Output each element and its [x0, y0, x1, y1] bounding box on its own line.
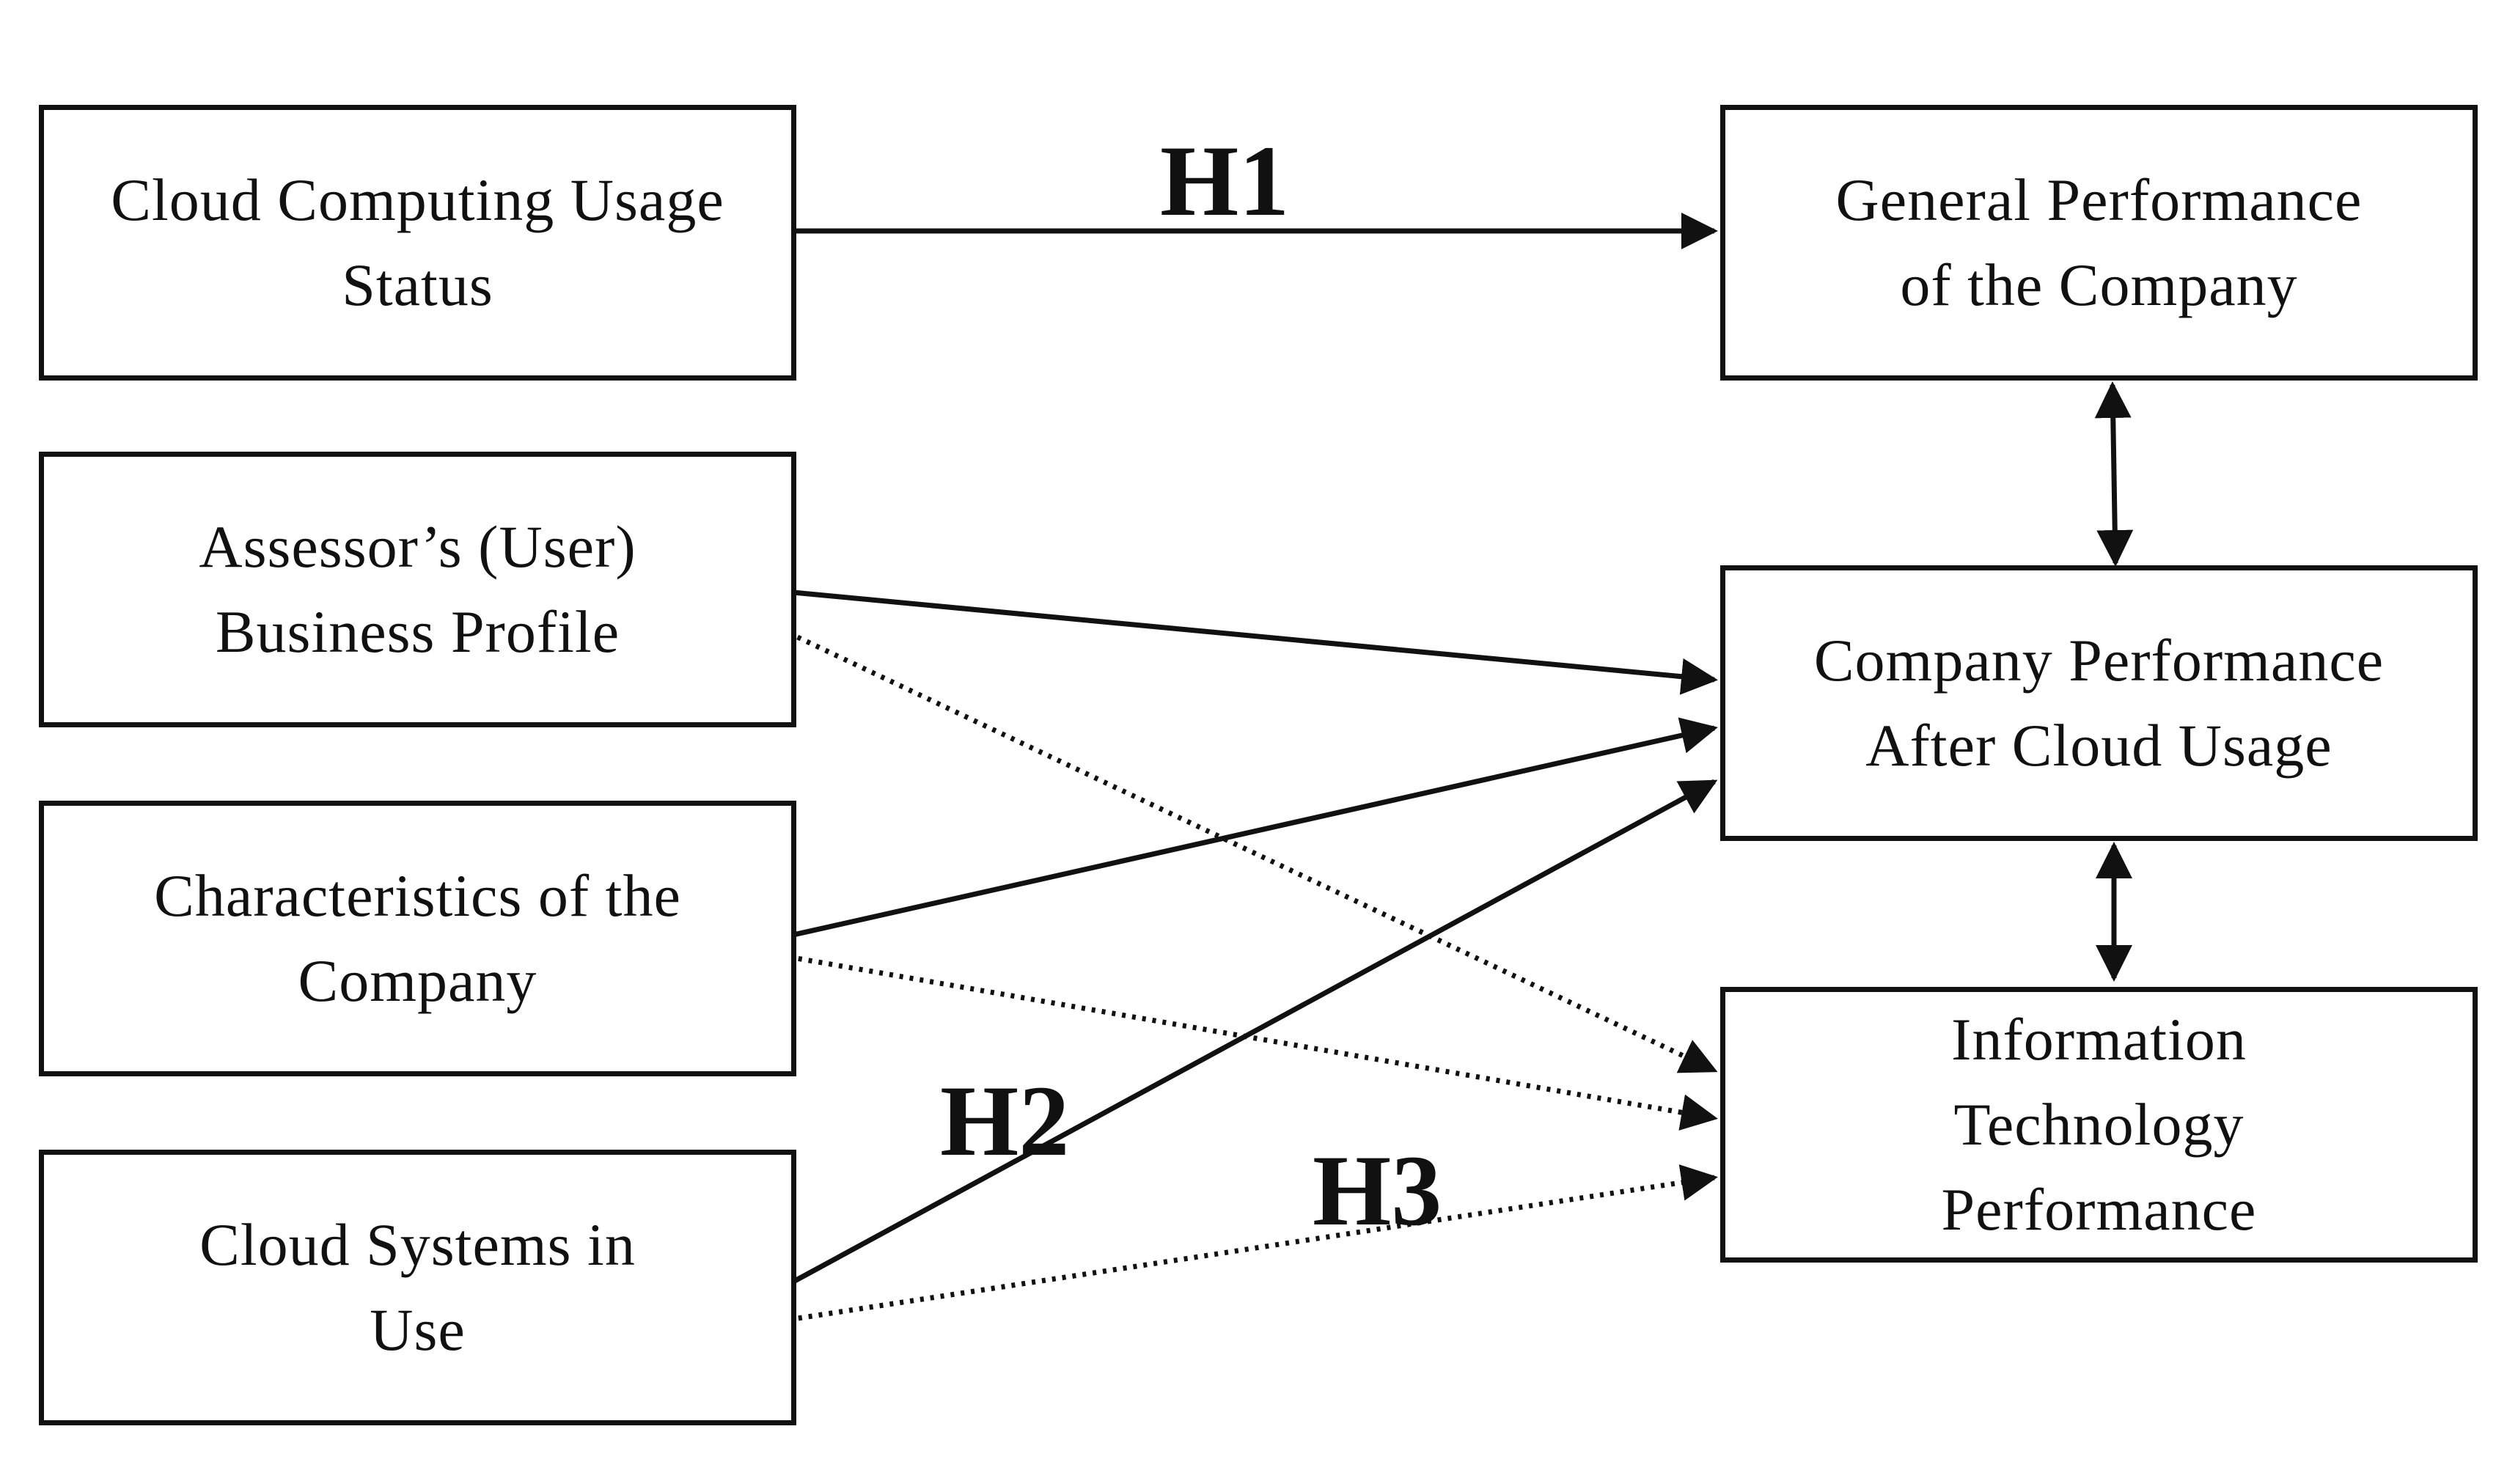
- box-company-performance-after-cloud-usage: Company Performance After Cloud Usage: [1720, 565, 2478, 841]
- box-company-performance-after-cloud-usage-label: Company Performance After Cloud Usage: [1813, 627, 2385, 779]
- hypothesis-label-h3: H3: [1313, 1134, 1442, 1246]
- edge-assessor-to-performance-after-cloud: [793, 589, 1718, 695]
- box-characteristics-of-the-company: Characteristics of the Company: [39, 801, 796, 1076]
- edge-general-performance-performance-after-cloud: [2094, 381, 2134, 567]
- box-characteristics-of-the-company-label: Characteristics of the Company: [154, 862, 681, 1014]
- edge-characteristics-to-it-performance: [788, 954, 1718, 1131]
- edge-cloud-systems-to-performance-after-cloud: [792, 779, 1718, 1285]
- edge-assessor-to-it-performance: [787, 630, 1718, 1073]
- box-cloud-computing-usage-status: Cloud Computing Usage Status: [39, 105, 796, 381]
- hypothesis-label-h1: H1: [1160, 125, 1290, 237]
- box-assessor-business-profile-label: Assessor’s (User) Business Profile: [199, 513, 636, 665]
- box-general-performance-label: General Performance of the Company: [1835, 166, 2363, 318]
- box-cloud-computing-usage-status-label: Cloud Computing Usage Status: [111, 166, 724, 318]
- box-general-performance: General Performance of the Company: [1720, 105, 2478, 381]
- box-information-technology-performance-label: Information Technology Performance: [1941, 1006, 2257, 1243]
- edge-characteristics-to-performance-after-cloud: [793, 717, 1718, 938]
- box-information-technology-performance: Information Technology Performance: [1720, 987, 2478, 1263]
- box-cloud-systems-in-use-label: Cloud Systems in Use: [199, 1211, 636, 1363]
- box-assessor-business-profile: Assessor’s (User) Business Profile: [39, 452, 796, 727]
- edge-cloud-systems-to-it-performance: [788, 1164, 1718, 1323]
- box-cloud-systems-in-use: Cloud Systems in Use: [39, 1150, 796, 1425]
- hypothesis-label-h2: H2: [940, 1065, 1070, 1177]
